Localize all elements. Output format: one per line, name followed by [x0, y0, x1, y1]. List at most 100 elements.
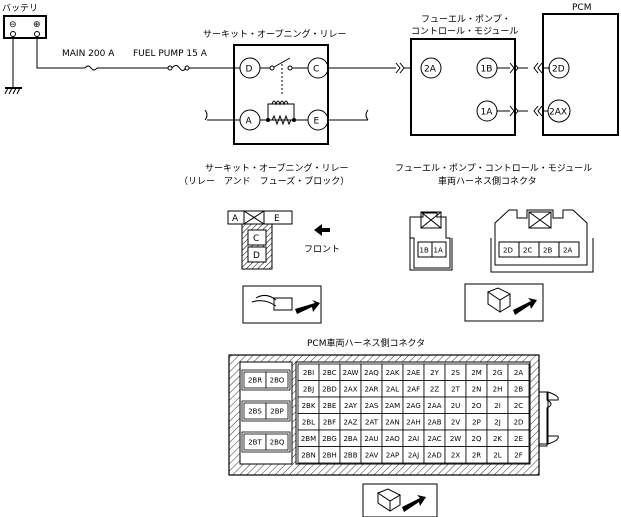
- pcm-connector-title: PCM車両ハーネス側コネクタ: [307, 337, 425, 349]
- relay-conn-pin-d: D: [253, 251, 260, 261]
- pcm-pin-label: 2Y: [430, 369, 439, 377]
- pcm-pin-label: 2N: [472, 385, 482, 393]
- pcm-pin-label: 2F: [514, 451, 522, 459]
- relay-conn-pin-a: A: [232, 214, 239, 224]
- pcm-connector-locator-icon: [362, 483, 438, 517]
- pcm-pin-label: 2BM: [301, 435, 316, 443]
- pcm: PCM 2D 2AX: [542, 3, 619, 136]
- pcm-pin-label: 2BK: [302, 402, 316, 410]
- pcm-pin-2ax: 2AX: [549, 108, 567, 118]
- pcm-pin-label: 2R: [472, 451, 481, 459]
- pcm-pin-label: 2BN: [301, 451, 316, 459]
- fpcm-connector-title-1: フューエル・ポンプ・コントロール・モジュール: [395, 163, 592, 174]
- ground-symbol: [4, 36, 22, 95]
- pcm-pin-label: 2I: [494, 402, 501, 410]
- pcm-pin-label: 2J: [494, 418, 501, 426]
- pcm-pin-label: 2AI: [408, 435, 419, 443]
- relay-pin-d: D: [246, 65, 253, 75]
- pcm-pin-cell: [507, 446, 530, 464]
- pcm-pin-label: 2BT: [248, 439, 262, 447]
- pcm-pin-label: 2BA: [343, 435, 357, 443]
- pcm-pin-label: 2AV: [365, 451, 379, 459]
- fpcm-pin-1a: 1A: [481, 108, 494, 118]
- fuel-pump-fuse-label: FUEL PUMP 15 A: [133, 49, 208, 59]
- pcm-pin-cell: [265, 433, 289, 451]
- pcm-pin-label: 2W: [450, 435, 461, 443]
- pcm-pin-label: 2Z: [430, 385, 439, 393]
- fpcm-pin-1b: 1B: [481, 65, 493, 75]
- relay-conn-pin-e: E: [274, 214, 280, 224]
- relay-pin-e: E: [314, 117, 320, 127]
- fpcm-title-line1: フューエル・ポンプ・: [421, 14, 511, 25]
- pcm-pin-label: 2AH: [406, 418, 421, 426]
- pcm-pin-label: 2A: [514, 369, 523, 377]
- pcm-pin-label: 2AR: [364, 385, 378, 393]
- pcm-pin-label: 2AN: [385, 418, 399, 426]
- fpcm-conn-pin-2d: 2D: [503, 247, 513, 255]
- pcm-pin-label: 2AK: [386, 369, 400, 377]
- relay-connector: A E C D: [227, 210, 293, 270]
- pcm-pin-label: 2U: [451, 402, 461, 410]
- pcm-pin-label: 2AG: [406, 402, 421, 410]
- pcm-pin-label: 2E: [514, 435, 523, 443]
- pcm-pin-label: 2AU: [364, 435, 378, 443]
- pcm-pin-label: 2BJ: [303, 385, 314, 393]
- front-arrow-icon: [314, 224, 330, 236]
- pcm-pin-label: 2D: [514, 418, 524, 426]
- pcm-pin-label: 2BH: [322, 451, 337, 459]
- pcm-pin-cell: [265, 402, 289, 420]
- relay-connector-locator-icon: [242, 285, 322, 324]
- front-label: フロント: [304, 245, 340, 255]
- battery-minus-label: ⊖: [9, 20, 17, 30]
- fpcm-pin-2a: 2A: [424, 65, 437, 75]
- battery-label: バッテリ: [2, 3, 38, 14]
- fpcm-connector-large: 2D 2C 2B 2A: [490, 209, 594, 273]
- pcm-pin-label: 2BS: [248, 408, 262, 416]
- pcm-pin-label: 2AY: [344, 402, 358, 410]
- pcm-pin-label: 2AD: [427, 451, 442, 459]
- pcm-pin-label: 2AP: [386, 451, 399, 459]
- battery-plus-label: ⊕: [33, 20, 41, 30]
- pcm-pin-cell: [265, 371, 289, 389]
- pcm-pin-label: 2AJ: [408, 451, 419, 459]
- pcm-pin-2d: 2D: [552, 65, 565, 75]
- pcm-pin-label: 2H: [493, 385, 503, 393]
- fpcm-connector-small: 1B 1A: [409, 211, 453, 271]
- pcm-pin-label: 2BQ: [270, 439, 285, 447]
- pcm-pin-label: 2BI: [303, 369, 314, 377]
- pcm-pin-label: 2X: [451, 451, 460, 459]
- fpcm-conn-pin-2b: 2B: [543, 247, 552, 255]
- pcm-pin-pair-outline: [241, 369, 291, 391]
- pcm-pin-label: 2BC: [322, 369, 336, 377]
- pcm-pin-label: 2AC: [427, 435, 441, 443]
- fpcm-title-line2: コントロール・モジュール: [411, 27, 518, 37]
- battery: バッテリ ⊖ ⊕: [2, 3, 47, 39]
- pcm-pin-label: 2BE: [323, 402, 337, 410]
- pcm-pin-label: 2AA: [427, 402, 441, 410]
- fuel-pump-fuse-symbol: [171, 65, 186, 71]
- fpcm-connector-title-2: 車両ハーネス側コネクタ: [438, 175, 537, 187]
- pcm-pin-label: 2O: [472, 402, 482, 410]
- main-fuse-symbol: [84, 65, 98, 71]
- relay-title: サーキット・オープニング・リレー: [203, 28, 346, 40]
- pcm-pin-label: 2BR: [248, 377, 262, 385]
- relay-pin-a: A: [246, 117, 253, 127]
- pcm-pin-label: 2AQ: [364, 369, 379, 377]
- pcm-pin-label: 2Q: [472, 435, 482, 443]
- fpcm-conn-pin-2c: 2C: [523, 247, 532, 255]
- pcm-pin-label: 2B: [514, 385, 523, 393]
- pcm-title: PCM: [572, 3, 591, 13]
- pcm-pin-pair-outline: [241, 400, 291, 422]
- fpcm-conn-pin-2a: 2A: [563, 247, 572, 255]
- pcm-pin-label: 2BB: [343, 451, 357, 459]
- pcm-pin-label: 2L: [493, 451, 501, 459]
- relay-conn-pin-c: C: [253, 234, 259, 244]
- fpcm-connector-locator-icon: [464, 283, 544, 322]
- pcm-pin-label: 2BP: [270, 408, 283, 416]
- pcm-pin-label: 2G: [493, 369, 503, 377]
- pcm-pin-label: 2T: [451, 385, 460, 393]
- pcm-pin-label: 2AW: [343, 369, 359, 377]
- relay-pin-c: C: [313, 65, 319, 75]
